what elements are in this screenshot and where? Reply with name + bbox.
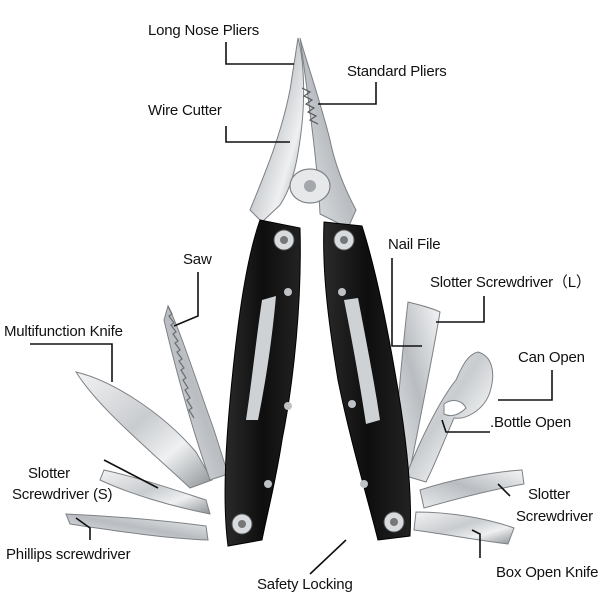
slotter-screwdriver-blade [419,469,525,509]
bottle-opener-hook [443,400,467,417]
plier-jaw-right [299,37,357,229]
leader-safety-locking [309,539,347,575]
label-can-open: Can Open [518,349,585,366]
plier-jaw-left [249,37,305,223]
label-wire-cutter: Wire Cutter [148,102,222,119]
leader-multifunction-knife [30,343,113,382]
leader-wire-cutter [225,126,290,143]
label-slotter-screwdriver-s-line2: Screwdriver (S) [12,486,113,503]
label-multifunction-knife: Multifunction Knife [4,323,123,340]
label-nail-file: Nail File [388,236,441,253]
label-long-nose-pliers: Long Nose Pliers [148,22,260,39]
label-slotter-screwdriver-line1: Slotter [528,486,570,503]
label-slotter-screwdriver-l: Slotter Screwdriver（L） [430,274,591,291]
saw-teeth [167,305,195,419]
leader-bottle-open [441,419,490,433]
phillips-screwdriver-blade [65,513,209,541]
leader-nail-file [391,258,422,347]
leader-standard-pliers [318,82,377,105]
label-slotter-screwdriver-line2: Screwdriver [516,508,593,525]
can-bottle-opener-blade [405,351,494,483]
label-standard-pliers: Standard Pliers [347,63,447,80]
plier-serration [301,87,319,125]
label-phillips-screwdriver: Phillips screwdriver [6,546,131,563]
label-slotter-screwdriver-s-line1: Slotter [28,465,70,482]
leader-long-nose-pliers [225,42,294,65]
multifunction-knife-blade [74,371,213,489]
handle-rivets [231,229,405,535]
leader-slotter-screwdriver-s [103,459,159,489]
leader-slotter-screwdriver [497,483,511,497]
leader-slotter-screwdriver-l [436,296,485,323]
leader-lines [30,42,553,575]
leader-phillips-screwdriver [75,517,91,540]
leader-box-open-knife [471,529,481,558]
label-bottle-open: .Bottle Open [490,414,571,431]
leader-saw [173,272,199,327]
box-open-knife-blade [413,511,515,545]
label-safety-locking: Safety Locking [257,576,353,593]
label-saw: Saw [183,251,212,268]
label-box-open-knife: Box Open Knife [496,564,599,581]
leader-can-open [498,370,553,401]
